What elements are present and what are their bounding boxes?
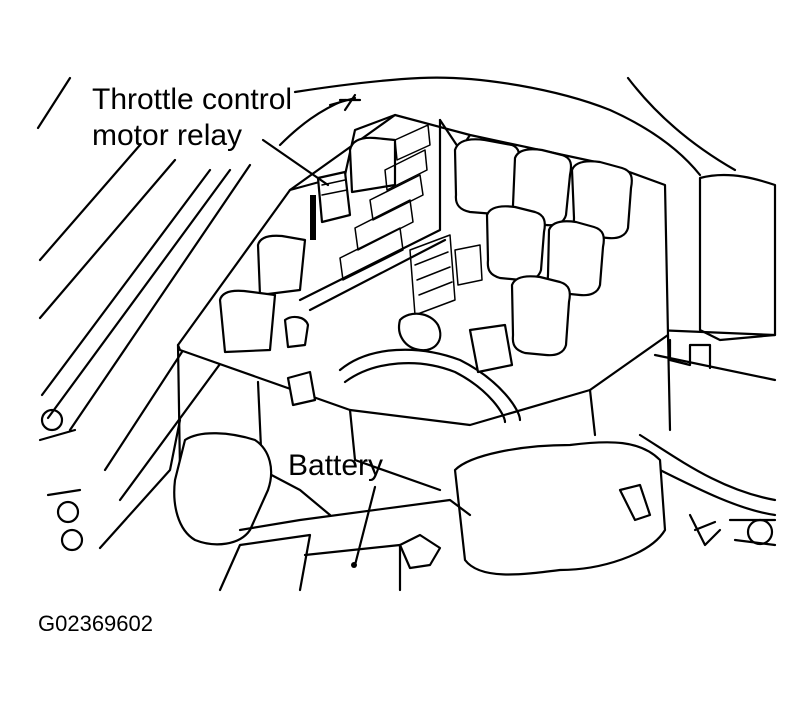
throttle-relay-leader xyxy=(261,138,330,187)
fuse-rows xyxy=(339,124,483,316)
hood-outline xyxy=(278,76,737,177)
figure-id-label: G02369602 xyxy=(38,611,153,636)
right-structure xyxy=(638,173,777,547)
leader-lines xyxy=(261,93,377,568)
throttle-control-motor-relay-label: Throttle control motor relay xyxy=(92,83,293,152)
left-fender-lines xyxy=(36,76,257,550)
cable-harness xyxy=(283,312,522,424)
battery-leader xyxy=(353,485,377,567)
battery-label: Battery xyxy=(288,449,384,482)
lower-components xyxy=(38,408,722,592)
